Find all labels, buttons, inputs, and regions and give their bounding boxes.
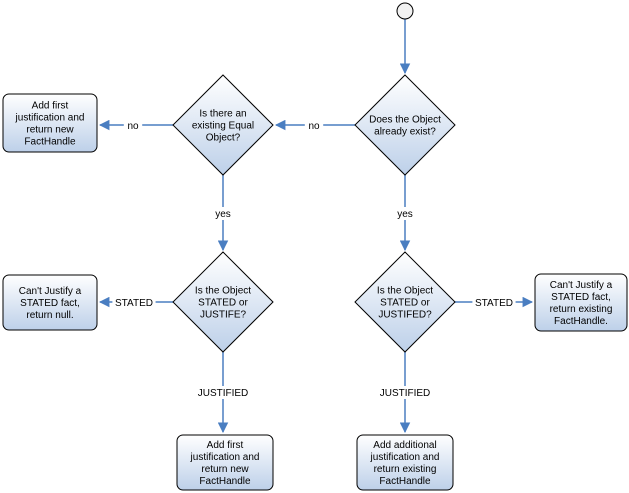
add-additional-text-line-4: FactHandle [379, 476, 431, 487]
cant-existing-text-line-3: return existing [550, 304, 613, 315]
edge-label-no-equal: no [127, 121, 139, 132]
equal-object-text-line-2: existing Equal [192, 121, 254, 132]
edges-layer [98, 19, 534, 434]
does-exist-diamond [354, 74, 456, 176]
start-node [396, 2, 414, 20]
add-first-new-top-text-line-4: FactHandle [24, 137, 76, 148]
stated-left-diamond [172, 251, 274, 353]
edge-label-bg-no-equal [123, 119, 143, 132]
cant-existing-box [534, 273, 628, 332]
cant-null-text-line-2: STATED fact, [20, 298, 80, 309]
cant-null-box [2, 274, 98, 331]
add-first-new-bottom-text-line-1: Add first [207, 440, 244, 451]
edge-label-bg-stated-left [112, 296, 156, 309]
add-additional-text-line-1: Add additional [373, 440, 436, 451]
add-additional-text-line-3: return existing [374, 464, 437, 475]
add-additional-box [356, 434, 454, 491]
edge-label-yes-exist: yes [397, 209, 413, 220]
does-exist-text-line-1: Does the Object [369, 115, 441, 126]
edge-label-bg-yes-exist [392, 207, 418, 220]
cant-existing-text-line-2: STATED fact, [551, 292, 611, 303]
add-first-new-top-box [2, 93, 98, 153]
stated-right-text-line-3: JUSTIFED? [378, 310, 432, 321]
edge-label-stated-left: STATED [115, 298, 153, 309]
edge-label-justified-left: JUSTIFIED [198, 388, 249, 399]
cant-existing-text-line-1: Can't Justify a [550, 280, 613, 291]
edge-label-bg-justified-left [192, 386, 254, 399]
edge-label-bg-no-exist [304, 119, 324, 132]
edge-label-bg-yes-equal [210, 207, 236, 220]
cant-existing-text-line-4: FactHandle. [554, 316, 608, 327]
edge-label-stated-right: STATED [475, 298, 513, 309]
edge-label-bg-stated-right [472, 296, 516, 309]
stated-right-text-line-1: Is the Object [377, 286, 433, 297]
add-first-new-bottom-text-line-3: return new [201, 464, 249, 475]
start-circle [396, 2, 414, 20]
add-first-new-top-text-line-1: Add first [32, 101, 69, 112]
add-additional-text-line-2: justification and [370, 452, 440, 463]
edge-label-justified-right: JUSTIFIED [380, 388, 431, 399]
edge-label-no-exist: no [308, 121, 320, 132]
stated-left-text-line-1: Is the Object [195, 286, 251, 297]
stated-left-text-line-2: STATED or [198, 298, 248, 309]
stated-right-diamond [354, 251, 456, 353]
stated-left-text-line-3: JUSTIFE? [200, 310, 247, 321]
does-exist-text-line-2: already exist? [374, 127, 436, 138]
add-first-new-bottom-text-line-4: FactHandle [199, 476, 251, 487]
cant-null-text-line-3: return null. [26, 310, 73, 321]
edge-label-bg-justified-right [374, 386, 436, 399]
cant-null-text-line-1: Can't Justify a [19, 286, 82, 297]
equal-object-text-line-3: Object? [206, 133, 241, 144]
add-first-new-bottom-text-line-2: justification and [190, 452, 260, 463]
stated-right-text-line-2: STATED or [380, 298, 430, 309]
edge-label-yes-equal: yes [215, 209, 231, 220]
add-first-new-bottom-box [176, 434, 274, 491]
add-first-new-top-text-line-3: return new [26, 125, 74, 136]
equal-object-diamond [172, 74, 274, 176]
add-first-new-top-text-line-2: justification and [15, 113, 85, 124]
equal-object-text-line-1: Is there an [199, 109, 246, 120]
